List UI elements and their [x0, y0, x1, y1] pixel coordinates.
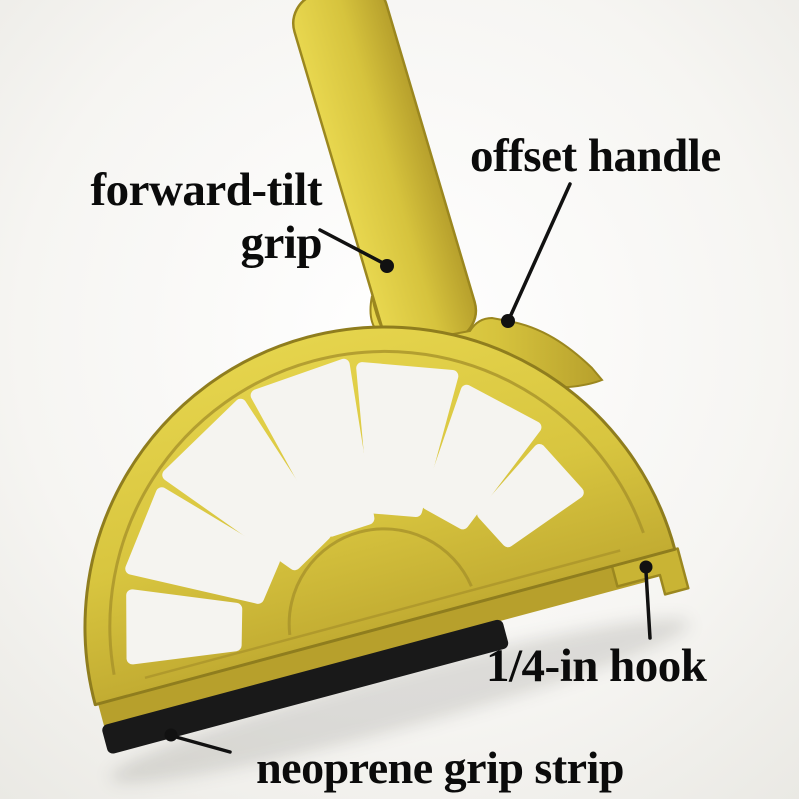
body-cutout — [250, 358, 375, 537]
label-offset-handle-text: offset handle — [470, 130, 721, 182]
body-cutout — [126, 589, 243, 665]
body-cutout — [125, 487, 280, 604]
label-forward-tilt-line1: forward-tilt — [90, 164, 322, 216]
leader-dots — [164, 259, 653, 742]
body-cutout — [356, 362, 459, 518]
label-neoprene-grip-strip-text: neoprene grip strip — [256, 742, 624, 793]
body-cutout — [477, 443, 584, 548]
leader-line-quarter-hook — [644, 570, 652, 640]
leader-dot-offset-handle — [501, 314, 515, 328]
body-cutout — [421, 384, 542, 530]
body-cutout — [162, 398, 331, 571]
tool-body-group — [83, 325, 690, 754]
neoprene-grip-strip — [102, 619, 509, 754]
body-bottom-face — [97, 556, 646, 728]
label-offset-handle: offset handle — [470, 130, 721, 183]
label-neoprene-grip-strip: neoprene grip strip — [160, 742, 720, 794]
leader-dot-neoprene-strip — [164, 728, 178, 742]
leader-line-forward-tilt-grip — [318, 228, 385, 265]
label-quarter-inch-hook: 1/4-in hook — [486, 640, 707, 693]
leader-dot-quarter-hook — [639, 560, 653, 574]
body-rim-groove — [108, 349, 645, 675]
label-quarter-inch-hook-text: 1/4-in hook — [486, 640, 707, 692]
leader-lines — [174, 182, 652, 754]
leader-line-neoprene-strip — [174, 735, 232, 754]
label-forward-tilt-line2: grip — [240, 216, 322, 269]
body-bottom-groove — [144, 549, 621, 680]
tool-shadow — [109, 618, 690, 783]
leader-line-offset-handle — [508, 182, 572, 319]
body-hub-groove — [287, 527, 473, 636]
leader-dot-forward-tilt-grip — [380, 259, 394, 273]
label-forward-tilt-grip: forward-tilt grip — [18, 164, 322, 269]
